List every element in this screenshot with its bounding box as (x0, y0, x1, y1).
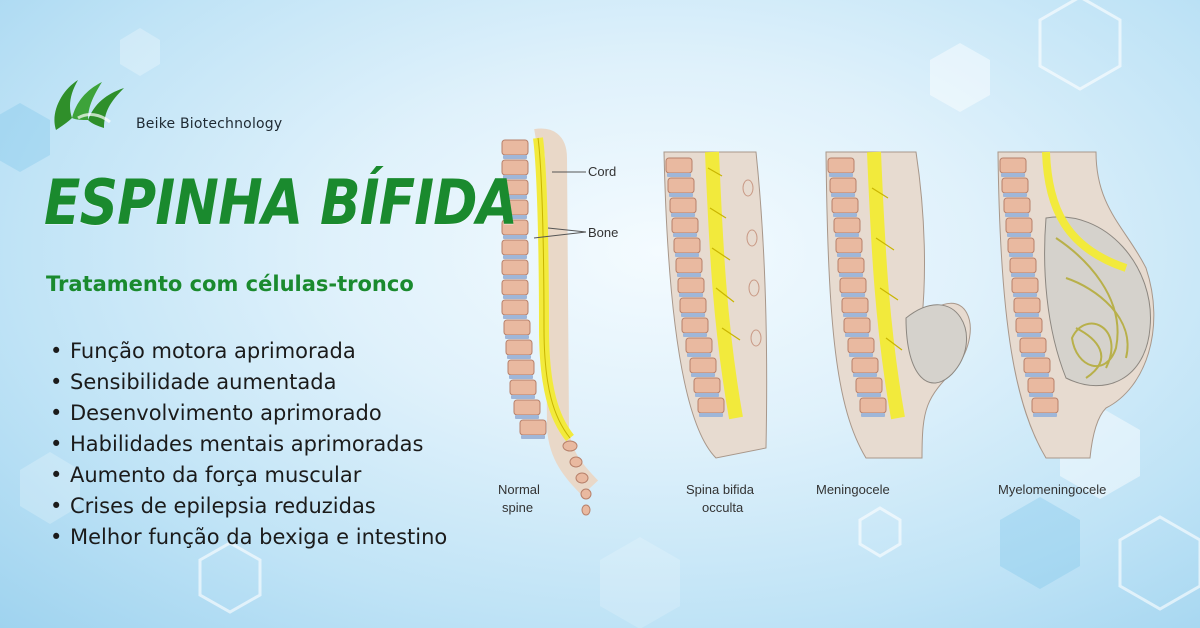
list-item: •Função motora aprimorada (50, 339, 356, 363)
meningocele-illustration: Meningocele (816, 151, 971, 497)
cord-callout: Cord (588, 164, 616, 179)
panel-label-normal-line1: Normal (498, 482, 540, 497)
panel-label-occulta-line2: occulta (702, 500, 744, 515)
myelomeningocele-illustration: Myelomeningocele (997, 151, 1155, 497)
page-subtitle: Tratamento com células-tronco (46, 272, 414, 296)
panel-label-myelomeningocele: Myelomeningocele (998, 482, 1106, 497)
list-item: •Aumento da força muscular (50, 463, 362, 487)
list-item: •Melhor função da bexiga e intestino (50, 525, 448, 549)
bone-callout: Bone (588, 225, 618, 240)
page-title: ESPINHA BÍFIDA (44, 166, 518, 239)
spina-bifida-occulta-illustration: Spina bifida occulta (663, 151, 768, 515)
list-item: •Habilidades mentais aprimoradas (50, 432, 424, 456)
benefits-list: •Função motora aprimorada •Sensibilidade… (50, 336, 447, 553)
panel-label-occulta-line1: Spina bifida (686, 482, 755, 497)
brand-name: Beike Biotechnology (136, 116, 283, 132)
list-item: •Desenvolvimento aprimorado (50, 401, 382, 425)
list-item: •Crises de epilepsia reduzidas (50, 494, 376, 518)
panel-label-meningocele: Meningocele (816, 482, 890, 497)
panel-label-normal-line2: spine (502, 500, 533, 515)
normal-spine-illustration: Cord Bone Normal spine (498, 128, 618, 516)
bk-leaf-logo-icon (54, 80, 124, 130)
spina-bifida-diagram: Cord Bone Normal spine Spina bifida occu… (498, 128, 1155, 516)
list-item: •Sensibilidade aumentada (50, 370, 337, 394)
